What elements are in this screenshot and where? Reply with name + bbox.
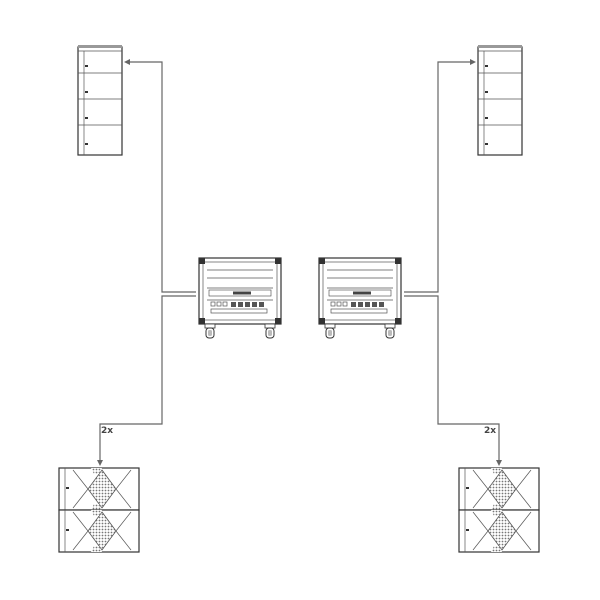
top-speaker-left	[77, 44, 123, 156]
subwoofer-stack-right	[458, 467, 540, 553]
left-sub-qty-label: 2x	[101, 426, 113, 436]
signal-cabling	[97, 59, 502, 466]
cable-left-top	[128, 61, 196, 293]
right-sub-qty-label: 2x	[484, 426, 496, 436]
subwoofer-stack-left	[58, 467, 140, 553]
arrow-right-sub	[496, 460, 502, 466]
arrow-left-top	[124, 59, 130, 65]
arrow-left-sub	[97, 460, 103, 466]
cable-left-sub	[99, 295, 196, 462]
arrow-right-top	[470, 59, 476, 65]
amplifier-rack-left	[198, 257, 282, 339]
cable-right-sub	[404, 295, 500, 462]
cable-right-top	[404, 61, 472, 293]
top-speaker-right	[477, 44, 523, 156]
amplifier-rack-right	[318, 257, 402, 339]
